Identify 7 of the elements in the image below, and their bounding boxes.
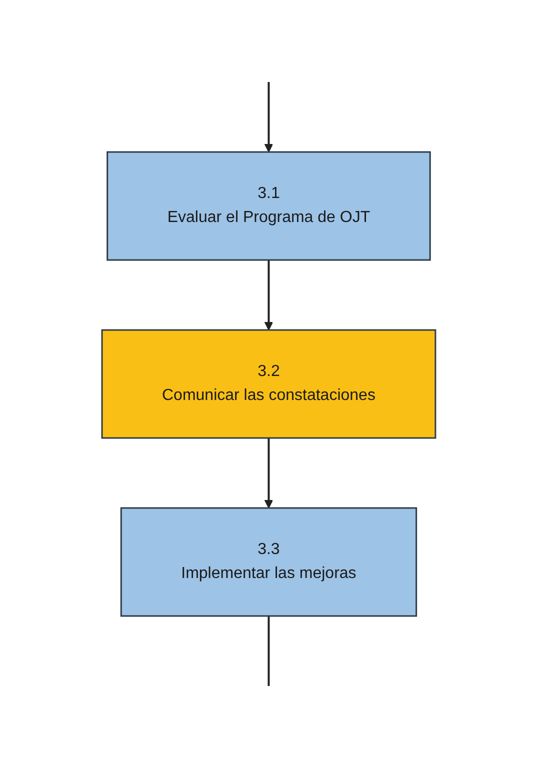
arrow [264,438,273,508]
node-box: 3.3 Implementar las mejoras [120,507,417,617]
arrow [264,82,273,152]
arrow [264,260,273,330]
node-box: 3.1 Evaluar el Programa de OJT [106,151,431,261]
node-box: 3.2 Comunicar las constataciones [101,329,436,439]
connector [268,616,270,686]
